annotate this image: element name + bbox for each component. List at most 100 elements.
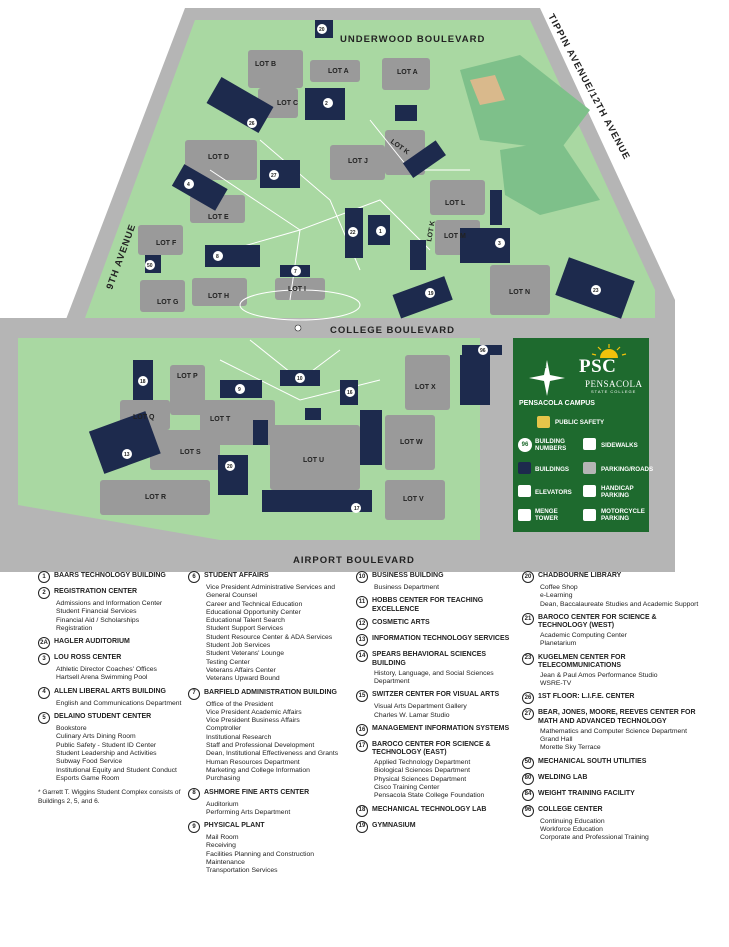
lot-label: LOT A	[328, 68, 349, 75]
lot-label: LOT P	[177, 373, 198, 380]
lot-label: LOT N	[509, 289, 530, 296]
building-name: COSMETIC ARTS	[372, 619, 430, 627]
department-item: Academic Computing Center	[540, 632, 627, 640]
department-item: Educational Talent Search	[206, 617, 285, 625]
department-list: Business Department	[374, 584, 521, 592]
building-name: MECHANICAL TECHNOLOGY LAB	[372, 805, 487, 813]
building-number-badge: 2A	[38, 637, 50, 650]
public-safety-icon	[537, 416, 550, 428]
svg-text:2: 2	[325, 101, 328, 107]
department-item: WSRE-TV	[540, 680, 572, 688]
svg-text:27: 27	[271, 173, 277, 179]
building-number-badge: 8	[188, 787, 200, 800]
lot-label: LOT T	[210, 416, 231, 423]
sidewalk-swatch-icon	[583, 438, 596, 450]
department-item: Vice President Administrative Services a…	[206, 584, 336, 600]
department-item: Dean, Baccalaureate Studies and Academic…	[540, 600, 699, 608]
street-airport: AIRPORT BOULEVARD	[293, 555, 415, 566]
softball-field	[500, 140, 600, 215]
svg-text:9: 9	[238, 387, 241, 393]
building-name: MANAGEMENT INFORMATION SYSTEMS	[372, 724, 510, 732]
lot-label: LOT E	[208, 214, 229, 221]
directory-column-3: 10 BUSINESS BUILDING Business Department 11…	[356, 571, 521, 838]
lot-label: LOT W	[400, 439, 423, 446]
building-number-badge: 10	[356, 571, 368, 583]
building-number-icon: 96	[518, 438, 532, 452]
department-item: Student Financial Services	[56, 608, 137, 616]
building-name: BUSINESS BUILDING	[372, 572, 444, 579]
lot-label: LOT L	[445, 200, 466, 207]
department-item: Veterans Upward Bound	[206, 675, 280, 683]
department-item: Testing Center	[206, 658, 250, 666]
svg-text:23: 23	[593, 288, 599, 294]
lot-label: LOT I	[288, 286, 306, 293]
svg-text:20: 20	[319, 27, 325, 33]
building-name: WEIGHT TRAINING FACILITY	[538, 789, 635, 797]
building-number-badge: 27	[522, 708, 534, 721]
legend-menge: MENGE TOWER	[535, 508, 558, 522]
department-item: Hartsell Arena Swimming Pool	[56, 674, 148, 682]
department-item: Auditorium	[206, 800, 239, 808]
department-item: Transportation Services	[206, 867, 278, 875]
department-item: Comptroller	[206, 725, 242, 733]
building-number-badge: 80	[522, 772, 534, 785]
department-item: Student Leadership and Activities	[56, 749, 157, 757]
legend-buildings: BUILDINGS	[535, 466, 570, 473]
building-name: CHADBOURNE LIBRARY	[538, 572, 622, 579]
department-item: Culinary Arts Dining Room	[56, 733, 136, 741]
compass-icon: N	[529, 360, 565, 396]
lot-label: LOT M	[444, 233, 466, 240]
psc-logo: PSC	[579, 356, 617, 377]
building-number-badge: 4	[38, 686, 50, 699]
svg-text:N: N	[543, 364, 547, 370]
legend-elevators: ELEVATORS	[535, 489, 572, 496]
building-number-badge: 2	[38, 587, 50, 599]
campus-map[interactable]: UNDERWOOD BOULEVARD TIPPIN AVENUE/12TH A…	[0, 0, 729, 572]
department-item: Institutional Research	[206, 733, 272, 741]
department-item: Mathematics and Computer Science Departm…	[540, 727, 687, 735]
department-list: Vice President Administrative Services a…	[206, 584, 356, 684]
department-item: Vice President Academic Affairs	[206, 708, 302, 716]
building-name: SPEARS BEHAVIORAL SCIENCES BUILDING	[372, 651, 487, 668]
compass-marker-icon	[294, 324, 302, 332]
building-name: LOU ROSS CENTER	[54, 654, 122, 662]
lot-label: LOT R	[145, 494, 166, 501]
handicap-icon	[583, 485, 596, 497]
building-name: ALLEN LIBERAL ARTS BUILDING	[54, 687, 166, 695]
infield	[470, 75, 505, 105]
building-number-markers: 20 2 26 27 4 22 1 3 23 50 8 7 19 18 13 9…	[122, 24, 601, 513]
street-underwood: UNDERWOOD BOULEVARD	[340, 34, 485, 45]
department-item: Visual Arts Department Gallery	[374, 703, 467, 711]
building-name: GYMNASIUM	[372, 821, 416, 829]
parking-lots	[100, 50, 550, 520]
department-item: Grand Hall	[540, 735, 573, 743]
parking-swatch-icon	[583, 462, 596, 474]
building-name: BAROCO CENTER FOR SCIENCE & TECHNOLOGY (…	[538, 613, 657, 630]
department-item: Human Resources Department	[206, 758, 300, 766]
legend-building-numbers: BUILDING NUMBERS	[535, 438, 567, 452]
